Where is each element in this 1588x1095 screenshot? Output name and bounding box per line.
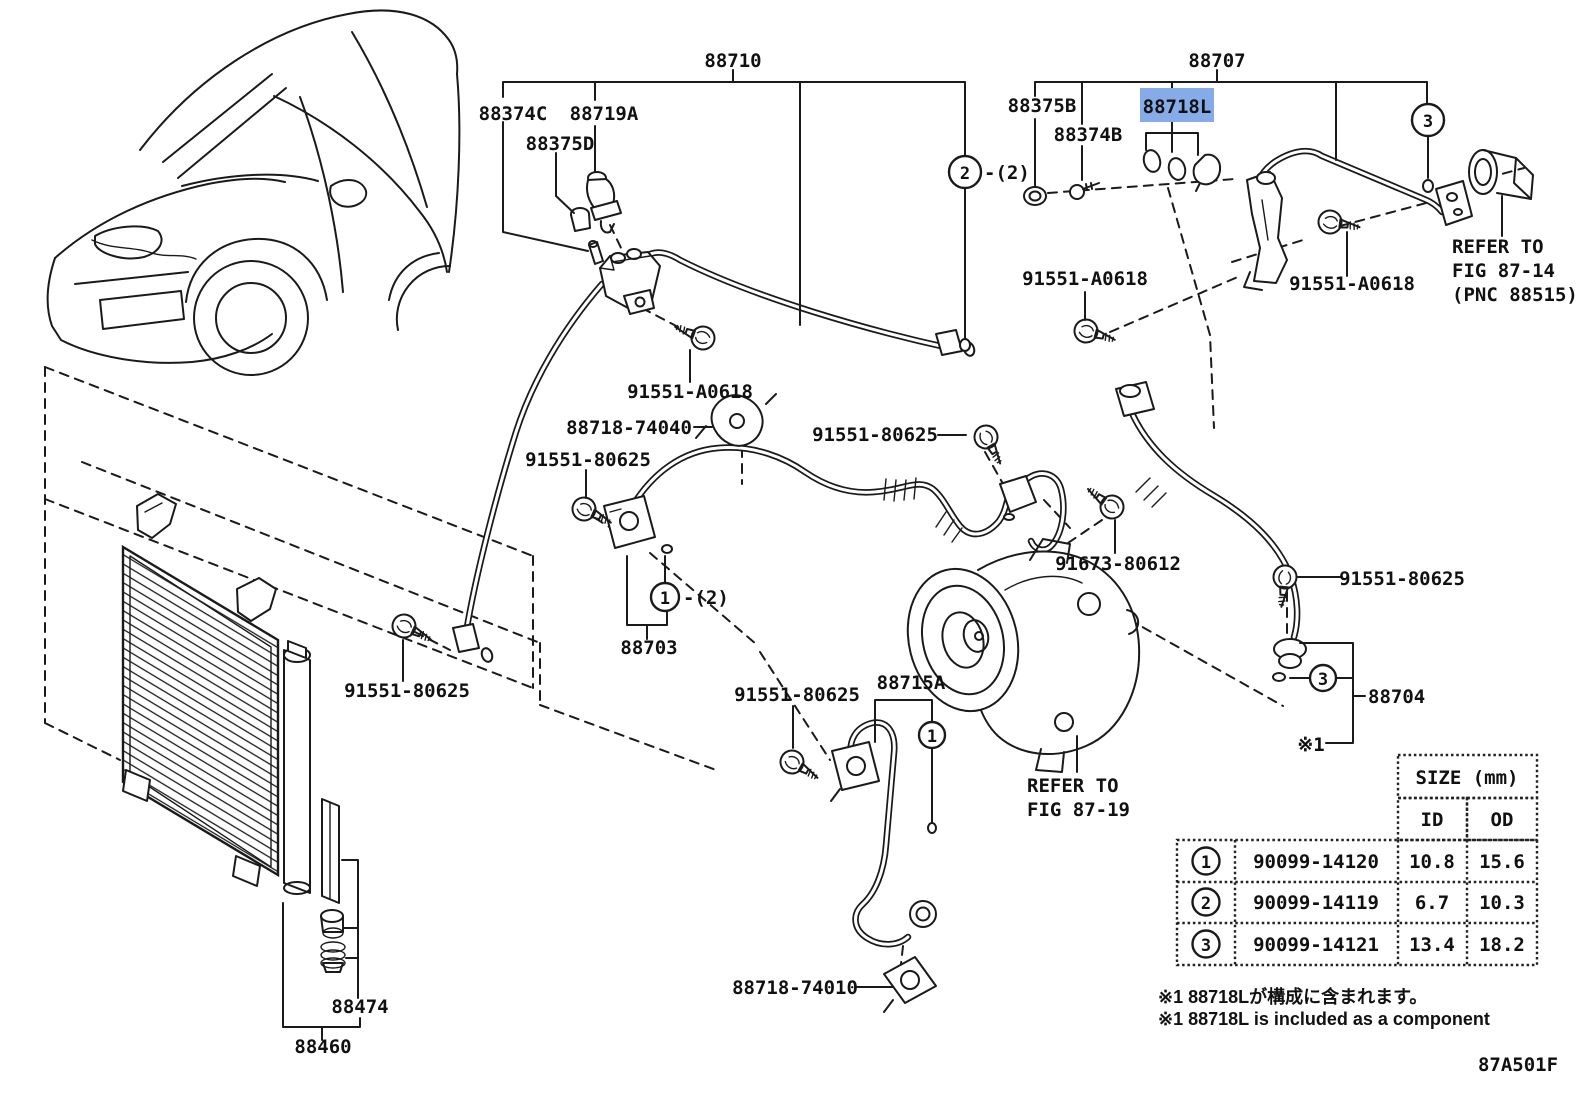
- footnotes: ※1 88718Lが構成に含まれます。 ※1 88718L is include…: [1158, 986, 1558, 1076]
- size-table-row[interactable]: 1 90099-14120 10.8 15.6: [1191, 846, 1525, 876]
- size-table-row[interactable]: 2 90099-14119 6.7 10.3: [1191, 887, 1525, 917]
- part-label-88460[interactable]: 88460: [294, 1036, 351, 1058]
- part-label-88374C[interactable]: 88374C: [479, 103, 548, 125]
- callout-3-top[interactable]: 3: [1410, 102, 1446, 138]
- callout-2-number: 2: [960, 164, 970, 184]
- part-label-88474[interactable]: 88474: [331, 996, 388, 1018]
- seal-88474-and-cushions-drawing: [320, 798, 346, 973]
- highlight-88718L: [1140, 88, 1214, 122]
- callout-1-bottom-number: 1: [927, 727, 937, 747]
- row2-od: 10.3: [1479, 892, 1525, 914]
- callout-1-bottom[interactable]: 1: [917, 720, 947, 750]
- part-label-88718-74040[interactable]: 88718-74040: [566, 417, 692, 439]
- part-label-88710[interactable]: 88710: [704, 50, 761, 72]
- callout-1-qty: -(2): [683, 587, 729, 609]
- callout-3-right[interactable]: 3: [1308, 663, 1338, 693]
- part-label-91551-80625-d[interactable]: 91551-80625: [734, 684, 860, 706]
- part-label-91551-80625-c[interactable]: 91551-80625: [344, 680, 470, 702]
- clamp-88718-74040-drawing: [695, 393, 777, 447]
- part-label-91551-80625-b[interactable]: 91551-80625: [525, 449, 651, 471]
- ref-fig-87-14-line3: (PNC 88515): [1452, 284, 1578, 306]
- hose-88704-drawing: [1115, 381, 1307, 669]
- row1-part: 90099-14120: [1253, 851, 1379, 873]
- part-label-88718L-selected[interactable]: 88718L: [1143, 96, 1212, 118]
- pipe-88707-drawing: [1023, 147, 1534, 291]
- part-label-88374B[interactable]: 88374B: [1054, 124, 1123, 146]
- sensor-88719A-drawing: [586, 171, 622, 234]
- leader-lines: [282, 69, 1503, 1041]
- part-labels: 88710 88374C 88719A 88375D 88707 88375B …: [294, 50, 1577, 1058]
- part-label-91551-80625-e[interactable]: 91551-80625: [1339, 568, 1465, 590]
- footnote-en: ※1 88718L is included as a component: [1158, 1009, 1490, 1029]
- row2-id: 6.7: [1415, 892, 1449, 914]
- part-label-88718-74010[interactable]: 88718-74010: [732, 977, 858, 999]
- figure-code: 87A501F: [1478, 1054, 1558, 1076]
- part-label-88715A[interactable]: 88715A: [877, 672, 946, 694]
- callout-2[interactable]: 2 -(2): [947, 154, 1030, 190]
- part-label-88703[interactable]: 88703: [620, 637, 677, 659]
- callout-1-mid-number: 1: [660, 589, 670, 609]
- vehicle-outline-drawing: [46, 9, 461, 376]
- size-table-col-od: OD: [1491, 809, 1514, 831]
- size-table: SIZE (mm) ID OD 1 90099-14120 10.8 15.6 …: [1175, 753, 1539, 967]
- condenser-88460-drawing: [121, 493, 311, 895]
- callout-3-right-number: 3: [1318, 670, 1328, 690]
- part-label-91551-80625-a[interactable]: 91551-80625: [812, 424, 938, 446]
- callout-circles: 2 -(2) 3 1 -(2) 1 3: [649, 102, 1446, 750]
- callout-2-qty: -(2): [984, 162, 1030, 184]
- part-label-88704[interactable]: 88704: [1368, 686, 1425, 708]
- part-label-91673-80612[interactable]: 91673-80612: [1055, 553, 1181, 575]
- callout-3-top-number: 3: [1423, 112, 1433, 132]
- row3-part: 90099-14121: [1253, 934, 1379, 956]
- pipe-88710-drawing: [452, 248, 976, 663]
- part-label-91551-A0618-right[interactable]: 91551-A0618: [1289, 273, 1415, 295]
- clamp-88718-74010-drawing: [883, 956, 937, 1013]
- row2-callout: 2: [1201, 894, 1211, 914]
- valve-core-88374C-drawing: [588, 240, 604, 265]
- row1-id: 10.8: [1409, 851, 1455, 873]
- part-label-88375B[interactable]: 88375B: [1008, 95, 1077, 117]
- row2-part: 90099-14119: [1253, 892, 1379, 914]
- cap-88375D-drawing: [570, 207, 591, 232]
- row1-callout: 1: [1201, 853, 1211, 873]
- footnote-jp: ※1 88718Lが構成に含まれます。: [1158, 986, 1427, 1007]
- part-label-88719A[interactable]: 88719A: [570, 103, 639, 125]
- part-label-91551-A0618-mid[interactable]: 91551-A0618: [627, 381, 753, 403]
- ref-fig-87-19-line2: FIG 87-19: [1027, 799, 1130, 821]
- size-table-col-id: ID: [1421, 809, 1444, 831]
- ref-fig-87-14-line2: FIG 87-14: [1452, 260, 1555, 282]
- part-label-88707[interactable]: 88707: [1188, 50, 1245, 72]
- row3-od: 18.2: [1479, 934, 1525, 956]
- part-label-88375D[interactable]: 88375D: [526, 133, 595, 155]
- callout-1-mid[interactable]: 1 -(2): [649, 581, 729, 613]
- star1-marker: ※1: [1297, 734, 1324, 756]
- size-table-row[interactable]: 3 90099-14121 13.4 18.2: [1191, 929, 1525, 959]
- part-label-91551-A0618-left[interactable]: 91551-A0618: [1022, 268, 1148, 290]
- row1-od: 15.6: [1479, 851, 1525, 873]
- hose-88703-drawing: [603, 444, 1067, 553]
- size-table-od-header-cell: [1465, 796, 1539, 842]
- compressor-drawing: [906, 538, 1141, 773]
- row3-callout: 3: [1201, 936, 1211, 956]
- row3-id: 13.4: [1409, 934, 1455, 956]
- ref-fig-87-19-line1: REFER TO: [1027, 775, 1119, 797]
- size-table-title: SIZE (mm): [1416, 767, 1519, 789]
- size-table-body-border: [1175, 838, 1539, 967]
- ref-fig-87-14-line1: REFER TO: [1452, 236, 1544, 258]
- pipe-88715A-drawing: [830, 719, 937, 948]
